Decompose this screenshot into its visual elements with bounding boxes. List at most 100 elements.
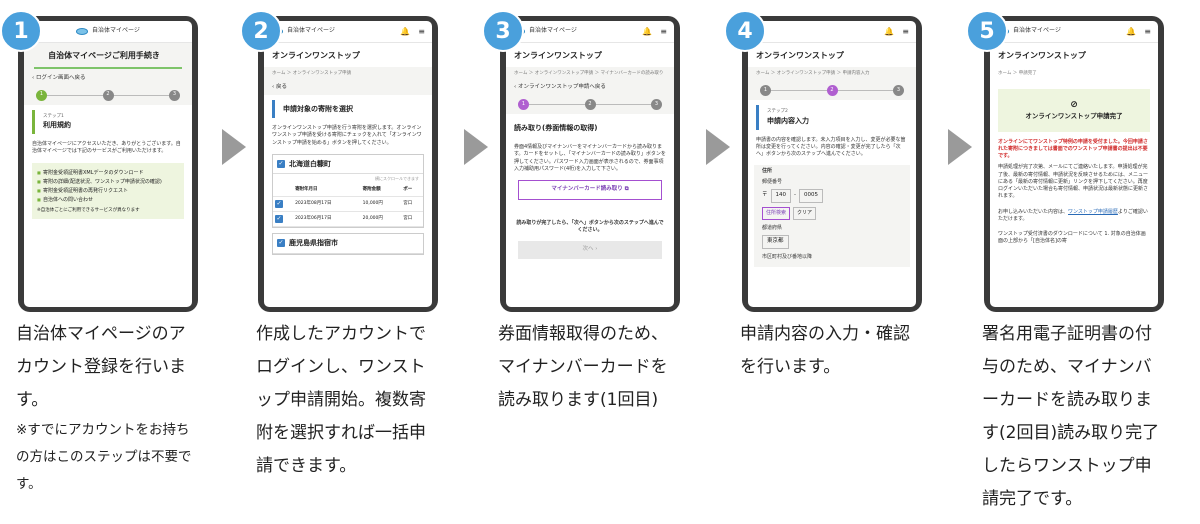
step-caption: 作成したアカウントでログインし、ワンストップ申請開始。複数寄附を選択すれば一括申… <box>256 318 440 483</box>
intro-text: 券面4情報及びマイナンバーをマイナンバーカードから読み取ります。カードをセットし… <box>514 144 666 172</box>
step-caption: 券面情報取得のため、マイナンバーカードを読み取ります(1回目) <box>498 318 682 417</box>
external-link-icon: ⧉ <box>624 186 629 193</box>
stepper-line <box>837 90 893 92</box>
bell-icon[interactable]: 🔔 <box>642 26 653 36</box>
arrow-right-icon <box>464 129 488 165</box>
table-cell: 10,000円 <box>360 196 402 213</box>
content-band: ホーム ＞ オンラインワンストップ申請 ‹ 戻る <box>264 66 432 96</box>
phone-mockup: 🔔 ≡ オンラインワンストップ ホーム ＞ オンラインワンストップ申請 ＞ 申請内… <box>742 16 922 312</box>
menu-icon[interactable]: ≡ <box>660 26 667 36</box>
table-cell: 2023年08月17日 <box>293 196 361 213</box>
table-row[interactable]: ✓ 2023年08月17日 10,000円 宮口 <box>273 196 423 213</box>
address-search-button[interactable]: 住所検索 <box>762 206 791 221</box>
content-band: ホーム ＞ オンラインワンストップ申請 ＞ 申請内容入力 1 2 3 <box>748 66 916 101</box>
back-link-label: ログイン画面へ戻る <box>35 74 86 81</box>
page-title: オンラインワンストップ <box>756 51 844 60</box>
prefecture-input[interactable]: 東京都 <box>762 235 789 250</box>
clear-button[interactable]: クリア <box>793 206 817 221</box>
step-3: 3 自治体マイページ 🔔≡ オンラインワンストップ ホーム ＞ オンラインワンス… <box>482 0 682 524</box>
table-row[interactable]: ✓ 2023年06月17日 20,000円 宮口 <box>273 211 423 228</box>
confirm-suffix: よりご確認いただけます。 <box>998 208 1148 222</box>
phone-screen: 自治体マイページ 🔔≡ オンラインワンストップ ホーム ＞ 申請完了 ⊘ オンラ… <box>990 21 1158 307</box>
stepper-dot: 1 <box>518 99 529 111</box>
step-4: 4 🔔≡ オンラインワンストップ ホーム ＞ オンラインワンストップ申請 ＞ 申… <box>724 0 924 524</box>
table-cell: 宮口 <box>401 211 423 228</box>
section-title: ステップ1 利用規約 <box>32 109 184 135</box>
stepper-dot: 2 <box>584 99 596 111</box>
caption-main: 署名用電子証明書の付与のため、マイナンバーカードを読み取ります(2回目)読み取り… <box>982 324 1160 509</box>
card-header[interactable]: ✓ 鹿児島県指宿市 <box>273 234 423 254</box>
phone-mockup: 自治体マイページ 🔔≡ オンラインワンストップ ホーム ＞ オンラインワンストッ… <box>258 16 438 312</box>
app-header: 自治体マイページ <box>24 21 192 43</box>
table-header: 寄附金額 <box>360 183 402 198</box>
read-card-button-label: マイナンバーカード読み取り <box>551 186 623 193</box>
next-button-label: 次へ <box>582 245 594 252</box>
card-header[interactable]: ✓ 北海道白糠町 <box>273 155 423 175</box>
checkbox-checked-icon[interactable]: ✓ <box>275 215 283 224</box>
step-number-badge: 5 <box>966 10 1008 52</box>
phone-mockup: 自治体マイページ 🔔≡ オンラインワンストップ ホーム ＞ 申請完了 ⊘ オンラ… <box>984 16 1164 312</box>
caption-main: 作成したアカウントでログインし、ワンストップ申請開始。複数寄附を選択すれば一括申… <box>256 324 426 476</box>
menu-icon[interactable]: ≡ <box>902 26 909 36</box>
caption-main: 申請内容の入力・確認を行います。 <box>740 324 910 377</box>
caption-main: 券面情報取得のため、マイナンバーカードを読み取ります(1回目) <box>498 324 668 410</box>
logo-text: 自治体マイページ <box>1013 27 1061 35</box>
read-card-button[interactable]: マイナンバーカード読み取り ⧉ <box>518 180 662 201</box>
table-header: 寄附年月日 <box>293 183 361 198</box>
step-5: 5 自治体マイページ 🔔≡ オンラインワンストップ ホーム ＞ 申請完了 ⊘ オ… <box>966 0 1166 524</box>
page-title: 自治体マイページご利用手続き <box>34 43 182 69</box>
breadcrumb[interactable]: ホーム ＞ オンラインワンストップ申請 <box>272 70 352 76</box>
postal-code-2-input[interactable]: 0005 <box>799 189 824 203</box>
logo-text: 自治体マイページ <box>529 27 577 35</box>
arrow-right-icon <box>222 129 246 165</box>
table-cell: 20,000円 <box>360 211 402 228</box>
step-caption: 申請内容の入力・確認を行います。 <box>740 318 924 384</box>
menu-icon[interactable]: ≡ <box>1144 26 1151 36</box>
bell-icon[interactable]: 🔔 <box>884 26 895 36</box>
stepper-dot: 2 <box>826 85 838 97</box>
app-header: 自治体マイページ 🔔 ≡ <box>506 21 674 43</box>
table-cell: 宮口 <box>401 196 423 213</box>
step-caption: 自治体マイページのアカウント登録を行います。 ※すでにアカウントをお持ちの方はこ… <box>16 318 200 498</box>
logo: 自治体マイページ <box>76 27 140 36</box>
content-band: ホーム ＞ オンラインワンストップ申請 ＞ マイナンバーカードの読み取り ‹ オ… <box>506 66 674 115</box>
checkbox-checked-icon[interactable]: ✓ <box>277 159 285 169</box>
step-number-badge: 1 <box>0 10 42 52</box>
bell-icon[interactable]: 🔔 <box>1126 26 1137 36</box>
page-title: オンラインワンストップ <box>998 51 1086 60</box>
menu-icon[interactable]: ≡ <box>418 26 425 36</box>
page-title: オンラインワンストップ <box>514 51 602 60</box>
address-label: 住所 <box>762 167 773 174</box>
progress-stepper: 1 2 3 <box>748 81 916 100</box>
back-link-label: 戻る <box>275 84 287 91</box>
stepper-dot: 1 <box>36 89 47 101</box>
postal-code-1-input[interactable]: 140 <box>770 189 792 203</box>
checkbox-checked-icon[interactable]: ✓ <box>275 200 283 209</box>
next-button[interactable]: 次へ › <box>518 240 662 259</box>
back-link[interactable]: ‹ 戻る <box>272 84 287 91</box>
back-link[interactable]: ‹ ログイン画面へ戻る <box>32 74 86 81</box>
confirm-text: お申し込みいただいた内容は、ワンストップ申請履歴よりご確認いただけます。 <box>990 207 1158 226</box>
title-band: 自治体マイページご利用手続き ‹ ログイン画面へ戻る 1 2 3 <box>24 43 192 105</box>
breadcrumb[interactable]: ホーム ＞ オンラインワンストップ申請 ＞ 申請内容入力 <box>756 70 870 76</box>
breadcrumb[interactable]: ホーム ＞ 申請完了 <box>998 70 1037 76</box>
table-cell: 2023年06月17日 <box>293 211 361 228</box>
list-item: 寄附の詳細(配送状況、ワンストップ申請状況の確認) <box>37 179 179 186</box>
prefecture-row: 東京都 <box>754 233 910 251</box>
check-circle-icon: ⊘ <box>1070 100 1078 111</box>
progress-stepper: 1 2 3 <box>506 95 674 114</box>
section-title-text: 利用規約 <box>43 121 71 130</box>
card-title: 鹿児島県指宿市 <box>289 239 338 248</box>
list-item: 自治体への問い合わせ <box>37 197 179 204</box>
arrow-right-icon <box>948 129 972 165</box>
history-link[interactable]: ワンストップ申請履歴 <box>1068 208 1118 215</box>
section-title-text: 申請内容入力 <box>767 116 809 125</box>
back-link[interactable]: ‹ オンラインワンストップ申請へ戻る <box>514 84 606 91</box>
checkbox-checked-icon[interactable]: ✓ <box>277 239 285 248</box>
stepper-line <box>113 94 169 96</box>
prefecture-label: 都道府県 <box>762 225 783 232</box>
card-title: 北海道白糠町 <box>289 159 331 168</box>
step-2: 2 自治体マイページ 🔔≡ オンラインワンストップ ホーム ＞ オンラインワンス… <box>240 0 440 524</box>
breadcrumb[interactable]: ホーム ＞ オンラインワンストップ申請 ＞ マイナンバーカードの読み取り <box>514 70 664 76</box>
bell-icon[interactable]: 🔔 <box>400 26 411 36</box>
